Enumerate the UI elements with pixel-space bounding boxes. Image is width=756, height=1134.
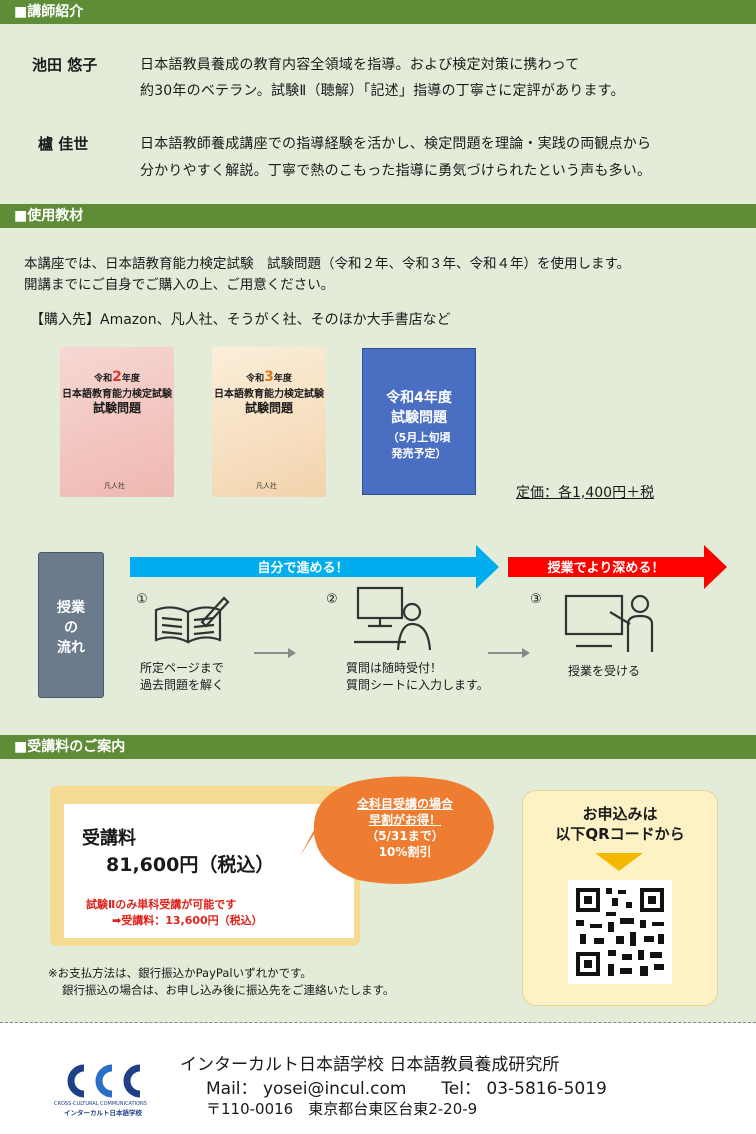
instructor-bio-line: 日本語教員養成の教育内容全領域を指導。および検定対策に携わって (140, 57, 580, 73)
book-cover-r3: 令和3年度 日本語教育能力検定試験 試験問題 凡人社 (212, 347, 326, 497)
qr-code-icon (576, 888, 664, 976)
single-course-fee: ➡受講料：13,600円（税込） (112, 914, 263, 927)
teacher-board-icon (564, 594, 654, 652)
fee-box: 受講料 81,600円（税込） 試験Ⅱのみ単科受講が可能です ➡受講料：13,6… (64, 804, 354, 938)
self-study-arrow (130, 545, 499, 589)
footer-address: 〒110-0016 東京都台東区台東2-20-9 (206, 1100, 478, 1118)
qr-code[interactable] (568, 880, 672, 984)
ccc-logo (67, 1064, 141, 1098)
class-arrow (508, 545, 727, 589)
divider (0, 1022, 756, 1023)
section-header-materials: ■使用教材 (0, 204, 756, 228)
down-arrow-icon (595, 853, 643, 871)
step-number: ② (326, 592, 338, 607)
apply-text: 以下QRコードから (555, 825, 685, 843)
instructor-bio-line: 日本語教師養成講座での指導経験を活かし、検定問題を理論・実践の両観点から (140, 136, 652, 152)
class-arrow-label: 授業でより深める！ (547, 561, 665, 576)
apply-text: お申込みは (582, 805, 658, 823)
step-text: 過去問題を解く (140, 678, 225, 692)
email-link[interactable]: yosei@incul.com (262, 1079, 407, 1099)
section-header-fees: ■受講料のご案内 (0, 735, 756, 759)
flow-arrow (254, 648, 296, 658)
materials-text: 開講までにご自身でご購入の上、ご用意ください。 (24, 277, 335, 293)
payment-note: 銀行振込の場合は、お申し込み後に振込先をご連絡いたします。 (62, 983, 395, 997)
flow-label-box: 授業 の 流れ (38, 552, 104, 698)
step-text: 授業を受ける (568, 664, 641, 678)
discount-bubble: 全科目受講の場合 早割がお得！ （5/31まで） 10%割引 (356, 797, 453, 859)
logo-subtitle: インターカルト日本語学校 (64, 1109, 142, 1117)
step-text: 所定ページまで (140, 661, 224, 675)
fee-label: 受講料 (82, 828, 136, 849)
flow-arrow (488, 648, 530, 658)
single-course-note: 試験Ⅱのみ単科受講が可能です (86, 898, 237, 911)
materials-text: 本講座では、日本語教育能力検定試験 試験問題（令和２年、令和３年、令和４年）を使… (24, 256, 631, 272)
phone-link[interactable]: 03-5816-5019 (486, 1079, 607, 1099)
computer-user-icon (354, 586, 432, 651)
purchase-info: 【購入先】Amazon、凡人社、そうがく社、そのほか大手書店など (30, 312, 451, 328)
book-price: 定価：各1,400円＋税 (516, 485, 655, 501)
instructor-name: 池田 悠子 (32, 56, 98, 74)
discount-bubble-shape (300, 776, 494, 884)
instructor-bio-line: 約30年のベテラン。試験Ⅱ（聴解）「記述」指導の丁寧さに定評があります。 (140, 83, 625, 99)
footer-org: インターカルト日本語学校 日本語教員養成研究所 (180, 1055, 560, 1075)
footer-contact: Mail： yosei@incul.com Tel： 03-5816-5019 (206, 1079, 607, 1099)
self-study-arrow-label: 自分で進める！ (257, 561, 349, 576)
section-header-instructors: ■講師紹介 (0, 0, 756, 24)
payment-note: ※お支払方法は、銀行振込かPayPalいずれかです。 (48, 966, 312, 980)
step-text: 質問は随時受付！ (346, 661, 443, 675)
instructor-name: 櫨 佳世 (38, 135, 89, 153)
fee-amount: 81,600円（税込） (106, 854, 275, 876)
step-number: ③ (530, 592, 542, 607)
instructor-bio-line: 分かりやすく解説。丁寧で熱のこもった指導に勇気づけられたという声も多い。 (140, 163, 652, 179)
logo-subtitle: CROSS-CULTURAL COMMUNICATIONS (54, 1101, 147, 1107)
book-cover-r4-placeholder: 令和4年度 試験問題 （5月上旬頃 発売予定） (362, 348, 476, 495)
book-cover-r2: 令和2年度 日本語教育能力検定試験 試験問題 凡人社 (60, 347, 174, 497)
step-number: ① (136, 592, 148, 607)
step-text: 質問シートに入力します。 (346, 678, 489, 692)
book-pen-icon (154, 596, 230, 644)
